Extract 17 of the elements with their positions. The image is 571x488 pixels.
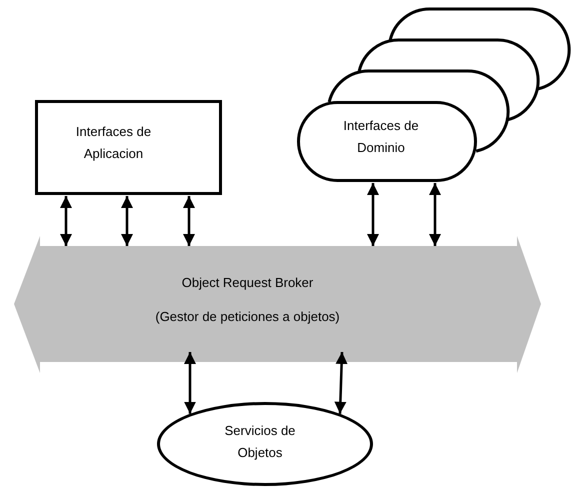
double-arrow (334, 352, 348, 414)
stacked-stadium-outline (328, 71, 508, 152)
node-label: Interfaces de Dominio (342, 116, 420, 156)
bus-band (14, 236, 541, 373)
double-arrow (121, 196, 133, 246)
interface-box (35, 100, 222, 195)
node-label: Servicios de Objetos (224, 422, 296, 462)
node-label: Interfaces de Aplicacion (74, 122, 152, 163)
double-arrow (183, 196, 195, 246)
double-arrow (367, 183, 379, 246)
stacked-stadium-outline (389, 9, 569, 90)
bus-title: Object Request Broker (182, 274, 314, 290)
double-arrow (60, 196, 72, 246)
double-arrow (429, 183, 441, 246)
bus-subtitle: (Gestor de peticiones a objetos) (155, 308, 340, 324)
double-arrow (184, 352, 196, 414)
stacked-stadium-outline (358, 40, 538, 121)
